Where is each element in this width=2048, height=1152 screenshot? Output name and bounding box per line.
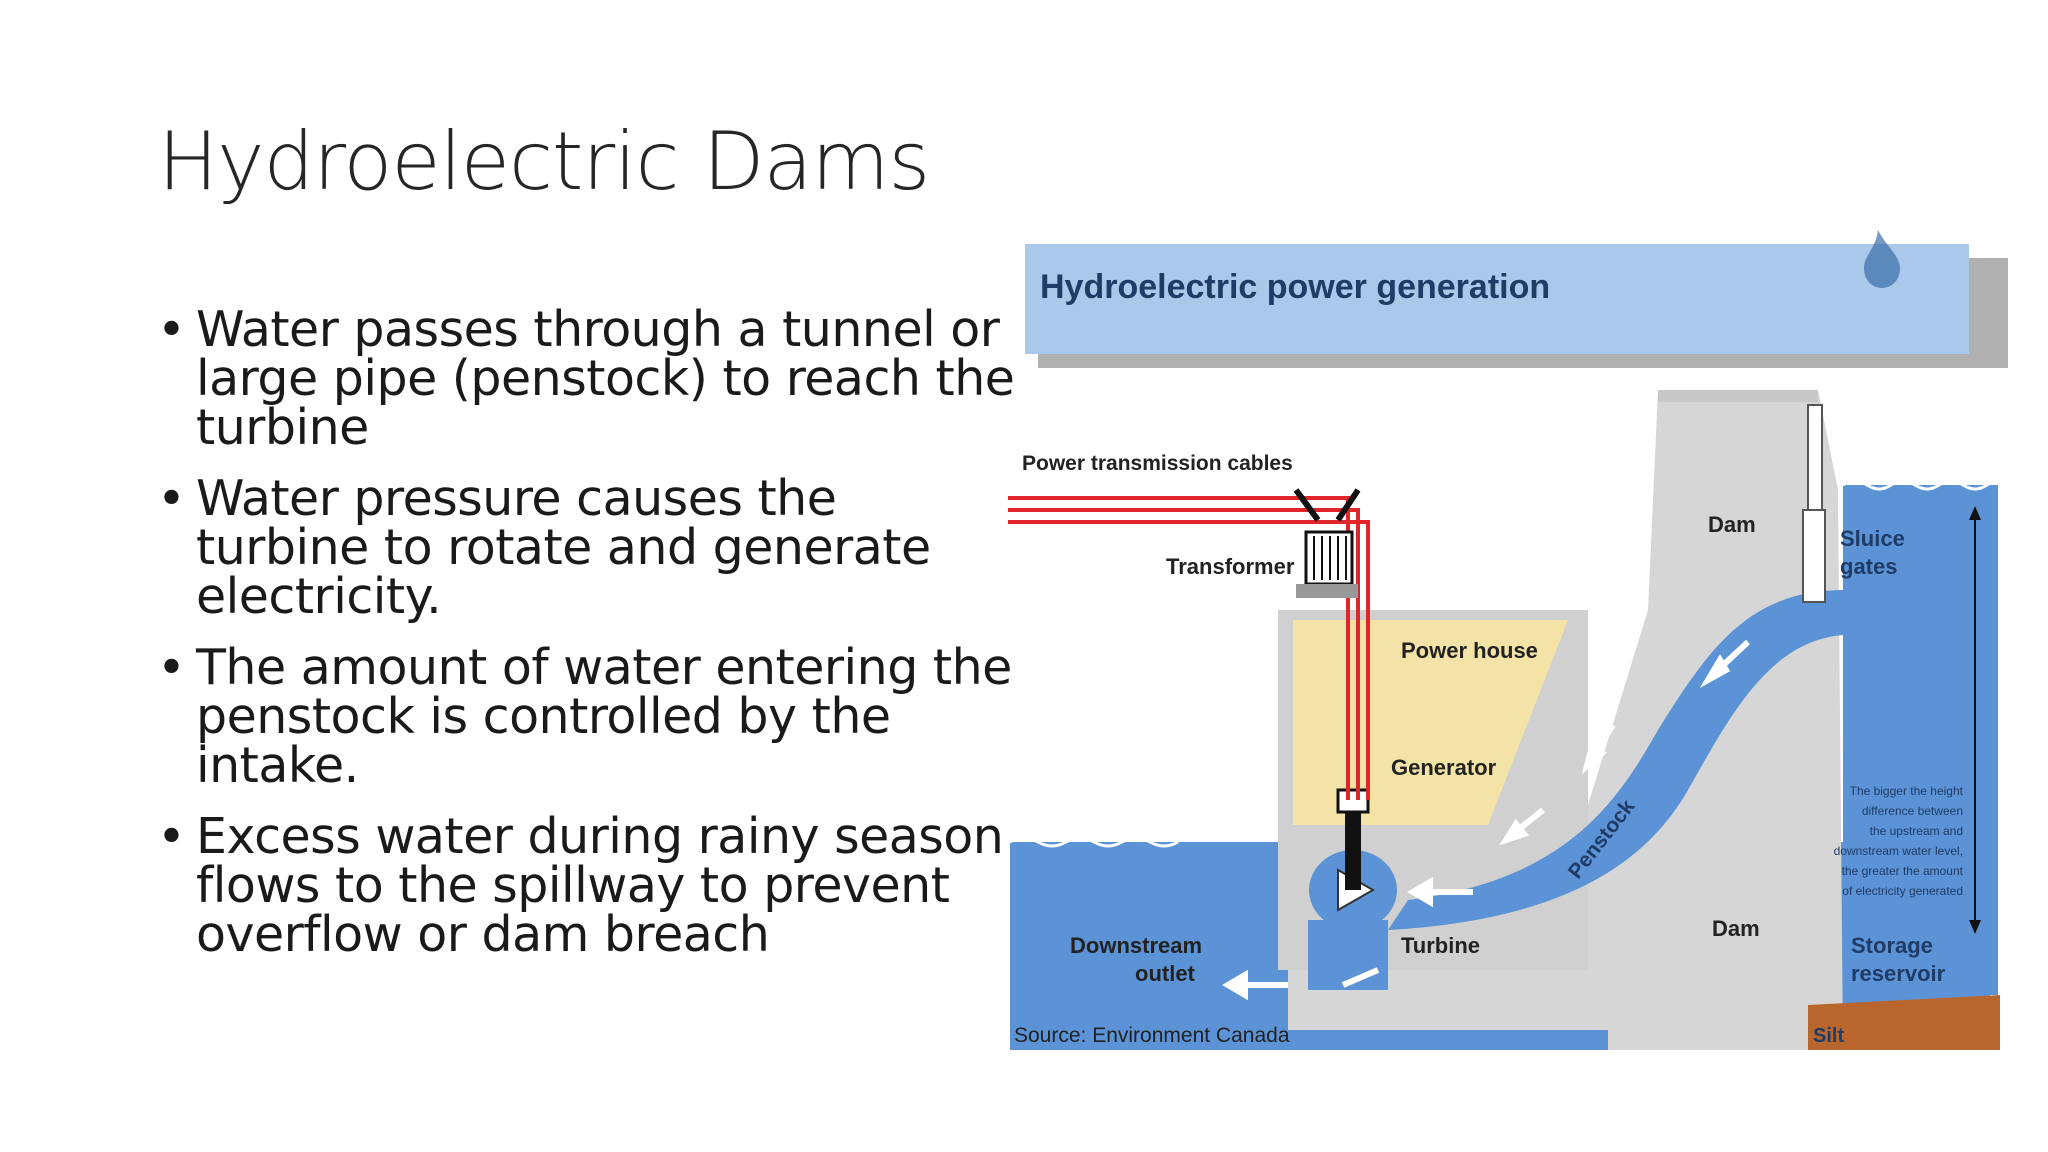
note-line: The bigger the height <box>1850 784 1964 798</box>
powerhouse-label: Power house <box>1401 638 1538 663</box>
dam-top-label: Dam <box>1708 512 1756 537</box>
bullet-text: The amount of water entering the penstoc… <box>196 639 1012 794</box>
generator-shaft <box>1345 790 1361 890</box>
dam-crest <box>1658 390 1818 402</box>
water-drop-icon <box>1864 230 1900 288</box>
note-line: of electricity generated <box>1842 884 1963 898</box>
penstock-pipe <box>1388 590 1844 930</box>
note-line: the upstream and <box>1870 824 1963 838</box>
bullet-item: •Water passes through a tunnel or large … <box>155 305 1015 452</box>
bullet-text: Excess water during rainy season flows t… <box>196 808 1004 963</box>
note-line: the greater the amount <box>1842 864 1964 878</box>
bullet-list: •Water passes through a tunnel or large … <box>155 305 1015 981</box>
turbine-label: Turbine <box>1401 933 1480 958</box>
hydroelectric-diagram: Hydroelectric power generation Penstock <box>1008 230 2008 1050</box>
sluice-gate-body <box>1802 509 1826 603</box>
dam-bottom-label: Dam <box>1712 916 1760 941</box>
transformer-base <box>1296 584 1358 598</box>
transformer-fins <box>1313 536 1347 580</box>
height-indicator-top <box>1969 506 1981 520</box>
height-indicator-bottom <box>1969 920 1981 934</box>
bullet-item: •The amount of water entering the pensto… <box>155 643 1015 790</box>
bullet-dot: • <box>157 301 186 358</box>
powerhouse-yellow <box>1293 620 1568 825</box>
slide-title: Hydroelectric Dams <box>158 115 930 208</box>
sluice-label-line1: Sluice <box>1840 526 1905 551</box>
cables-label: Power transmission cables <box>1022 452 1293 475</box>
header-banner <box>1025 244 1969 354</box>
bullet-dot: • <box>157 808 186 865</box>
outlet-channel <box>1308 920 1388 990</box>
generator-icon <box>1336 788 1370 814</box>
downstream-waves <box>1009 836 1179 848</box>
storage-label-line2: reservoir <box>1851 961 1946 986</box>
reservoir-waves <box>1842 479 2008 491</box>
sluice-label-line2: gates <box>1840 554 1897 579</box>
downstream-label-line1: Downstream <box>1070 933 1202 958</box>
note-line: downstream water level, <box>1834 844 1963 858</box>
flow-arrows <box>1222 639 1751 1001</box>
generator-label: Generator <box>1391 755 1497 780</box>
bullet-text: Water pressure causes the turbine to rot… <box>196 470 931 625</box>
bullet-dot: • <box>157 639 186 696</box>
bullet-dot: • <box>157 470 186 527</box>
silt-label: Silt <box>1813 1025 1844 1047</box>
transformer-arms <box>1293 488 1361 522</box>
bullet-item: •Excess water during rainy season flows … <box>155 812 1015 959</box>
power-cables <box>1008 496 1370 800</box>
height-note: The bigger the height difference between… <box>1834 784 1964 898</box>
storage-label-line1: Storage <box>1851 933 1933 958</box>
silt-layer <box>1808 995 2000 1050</box>
diagram-header: Hydroelectric power generation <box>1040 268 1550 306</box>
source-label: Source: Environment Canada <box>1014 1024 1290 1047</box>
bullet-text: Water passes through a tunnel or large p… <box>196 301 1015 456</box>
downstream-label-line2: outlet <box>1135 961 1196 986</box>
transformer-label: Transformer <box>1166 554 1295 579</box>
note-line: difference between <box>1862 804 1963 818</box>
bullet-item: •Water pressure causes the turbine to ro… <box>155 474 1015 621</box>
